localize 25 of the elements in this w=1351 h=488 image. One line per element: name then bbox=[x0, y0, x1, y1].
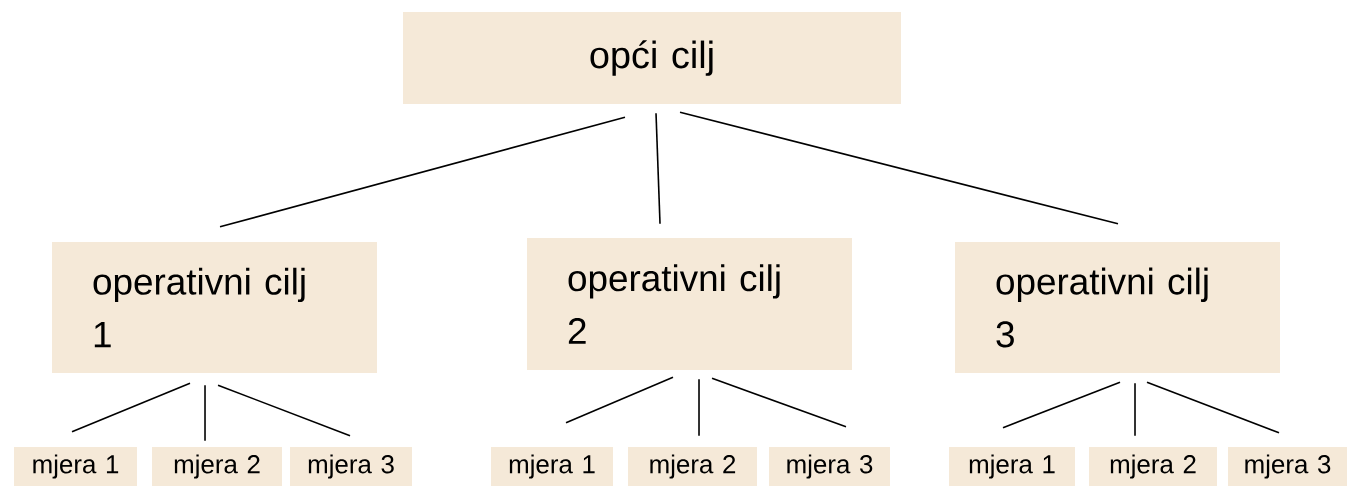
measure-box: mjera 1 bbox=[14, 447, 137, 486]
connector-line bbox=[565, 376, 674, 424]
objective-box: operativni cilj 3 bbox=[955, 242, 1280, 373]
connector-line bbox=[655, 112, 661, 225]
measure-box: mjera 2 bbox=[152, 447, 282, 486]
connector-line bbox=[219, 116, 626, 228]
measure-box: mjera 3 bbox=[1228, 447, 1347, 486]
objective-box: operativni cilj 1 bbox=[52, 242, 377, 373]
goal-box: opći cilj bbox=[403, 12, 901, 104]
measure-box: mjera 2 bbox=[1089, 447, 1217, 486]
connector-line bbox=[698, 378, 700, 437]
connector-line bbox=[1002, 381, 1121, 429]
measure-box: mjera 3 bbox=[290, 447, 412, 486]
objective-box: operativni cilj 2 bbox=[527, 238, 852, 370]
measure-box: mjera 1 bbox=[491, 447, 613, 486]
measure-box: mjera 3 bbox=[769, 447, 890, 486]
connector-line bbox=[204, 384, 206, 442]
measure-box: mjera 1 bbox=[949, 447, 1075, 486]
measure-box: mjera 2 bbox=[628, 447, 757, 486]
connector-line bbox=[679, 111, 1119, 225]
connector-line bbox=[711, 377, 847, 428]
connector-line bbox=[71, 382, 191, 433]
connector-line bbox=[1134, 382, 1136, 437]
connector-line bbox=[1146, 381, 1280, 434]
connector-line bbox=[217, 384, 351, 437]
